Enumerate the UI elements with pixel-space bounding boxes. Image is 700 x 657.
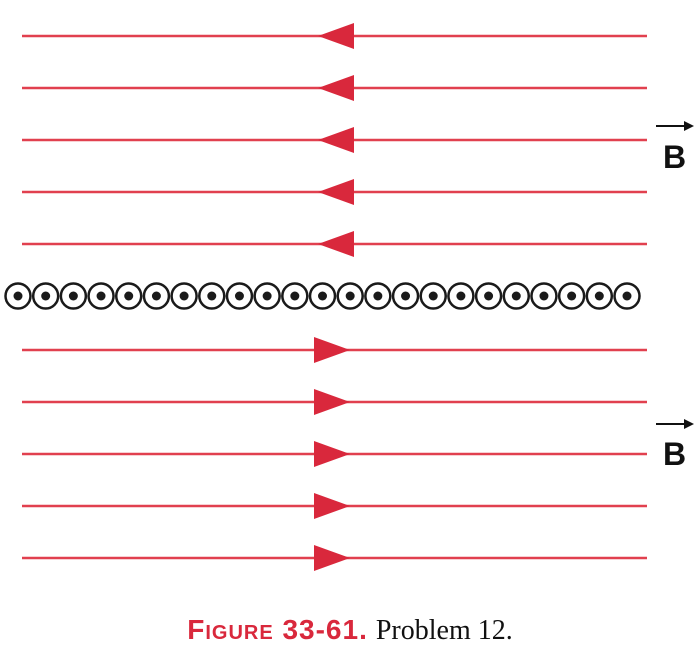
field-label-upper-text: B bbox=[663, 139, 686, 175]
upper-field-line-arrowhead-2 bbox=[318, 75, 354, 101]
conductor-4 bbox=[87, 282, 115, 310]
lower-field-line-arrowhead-5 bbox=[314, 545, 350, 571]
conductor-14 bbox=[364, 282, 392, 310]
conductor-11 bbox=[281, 282, 309, 310]
conductor-16 bbox=[419, 282, 447, 310]
lower-field-line-3 bbox=[22, 441, 647, 467]
lower-field-line-arrowhead-3 bbox=[314, 441, 350, 467]
field-label-lower: B bbox=[656, 419, 694, 472]
field-label-upper: B bbox=[656, 121, 694, 175]
lower-field-line-arrowhead-4 bbox=[314, 493, 350, 519]
conductor-7 bbox=[170, 282, 198, 310]
conductor-3 bbox=[59, 282, 88, 310]
conductor-9 bbox=[225, 282, 254, 310]
conductor-17 bbox=[447, 282, 475, 310]
lower-field-line-1 bbox=[22, 337, 647, 363]
conductor-20 bbox=[530, 282, 558, 310]
upper-field-line-arrowhead-1 bbox=[318, 23, 354, 49]
figure-caption: Figure 33-61.Problem 12. bbox=[0, 612, 700, 649]
conductor-22 bbox=[585, 282, 614, 310]
upper-field-line-2 bbox=[22, 75, 647, 101]
upper-field-line-4 bbox=[22, 179, 647, 205]
conductor-23 bbox=[613, 282, 641, 310]
conductor-5 bbox=[114, 282, 143, 310]
conductor-8 bbox=[198, 282, 226, 310]
current-sheet bbox=[4, 282, 641, 310]
conductor-10 bbox=[253, 282, 281, 310]
conductor-13 bbox=[336, 282, 364, 310]
conductor-2 bbox=[31, 282, 60, 310]
lower-field-line-4 bbox=[22, 493, 647, 519]
lower-field-line-arrowhead-1 bbox=[314, 337, 350, 363]
conductor-1 bbox=[4, 282, 32, 310]
upper-field-lines bbox=[22, 23, 647, 257]
upper-field-line-1 bbox=[22, 23, 647, 49]
lower-field-line-5 bbox=[22, 545, 647, 571]
upper-field-line-arrowhead-3 bbox=[318, 127, 354, 153]
upper-field-line-3 bbox=[22, 127, 647, 153]
conductor-21 bbox=[557, 282, 586, 310]
caption-text: Problem 12. bbox=[375, 615, 513, 646]
field-label-lower-text: B bbox=[663, 436, 686, 472]
conductor-15 bbox=[391, 282, 420, 310]
lower-field-lines bbox=[22, 337, 647, 571]
figure-number: Figure 33-61. bbox=[187, 614, 368, 645]
conductor-12 bbox=[308, 282, 337, 310]
conductor-6 bbox=[142, 282, 171, 310]
lower-field-line-arrowhead-2 bbox=[314, 389, 350, 415]
upper-field-line-arrowhead-5 bbox=[318, 231, 354, 257]
conductor-18 bbox=[474, 282, 503, 310]
conductor-19 bbox=[502, 282, 531, 310]
lower-field-line-2 bbox=[22, 389, 647, 415]
upper-field-line-5 bbox=[22, 231, 647, 257]
upper-field-line-arrowhead-4 bbox=[318, 179, 354, 205]
